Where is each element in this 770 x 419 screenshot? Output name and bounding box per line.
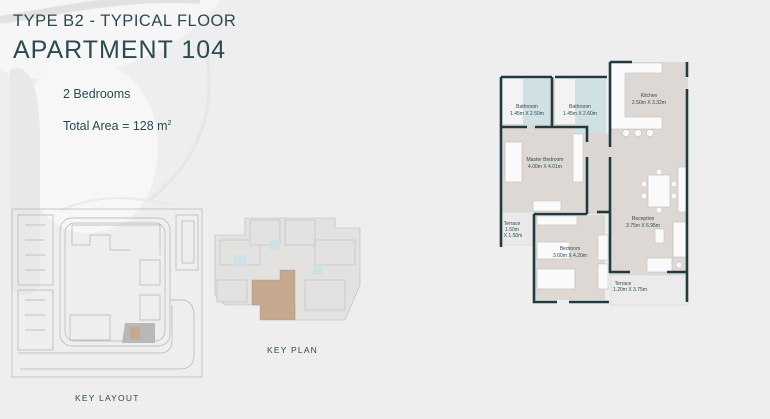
- room-terrace-1-name: Terrace: [504, 221, 521, 227]
- area-exponent: 2: [167, 119, 172, 127]
- bedroom-count: 2 Bedrooms: [63, 87, 131, 101]
- room-bathroom-1-name: Bathroom: [516, 104, 538, 110]
- floor-plan: Bathroom 1.45m X 2.50m Bathroom 1.45m X …: [499, 60, 689, 306]
- room-reception-name: Reception: [632, 216, 655, 222]
- room-kitchen-name: Kitchen: [641, 93, 658, 99]
- total-area-value: Total Area = 128 m: [63, 119, 168, 133]
- room-terrace-1-size-2: X 1.50m: [504, 233, 523, 239]
- room-kitchen-size: 2.50m X 3.32m: [632, 100, 666, 106]
- room-master-bedroom-size: 4.00m X 4.01m: [528, 164, 562, 170]
- room-bedroom-size: 3.60m X 4.20m: [553, 253, 587, 259]
- total-area: Total Area = 128 m2: [63, 119, 171, 133]
- room-bathroom-2-size: 1.45m X 2.60m: [563, 111, 597, 117]
- page-title: APARTMENT 104: [13, 36, 227, 64]
- room-terrace-2-name: Terrace: [615, 281, 632, 287]
- key-plan-map: [214, 217, 361, 321]
- key-layout-map: [11, 208, 203, 378]
- key-plan-label: KEY PLAN: [267, 345, 319, 355]
- room-master-bedroom-name: Master Bedroom: [527, 157, 564, 163]
- key-layout-label: KEY LAYOUT: [75, 393, 140, 403]
- room-bathroom-1-size: 1.45m X 2.50m: [510, 111, 544, 117]
- page-subtitle: TYPE B2 - TYPICAL FLOOR: [13, 12, 237, 30]
- room-reception-size: 3.75m X 6.95m: [626, 223, 660, 229]
- room-bathroom-2-name: Bathroom: [569, 104, 591, 110]
- room-bedroom-name: Bedroom: [560, 246, 580, 252]
- room-terrace-2-size: 1.20m X 3.75m: [613, 287, 647, 293]
- room-terrace-1-size: 1.50m: [505, 227, 519, 233]
